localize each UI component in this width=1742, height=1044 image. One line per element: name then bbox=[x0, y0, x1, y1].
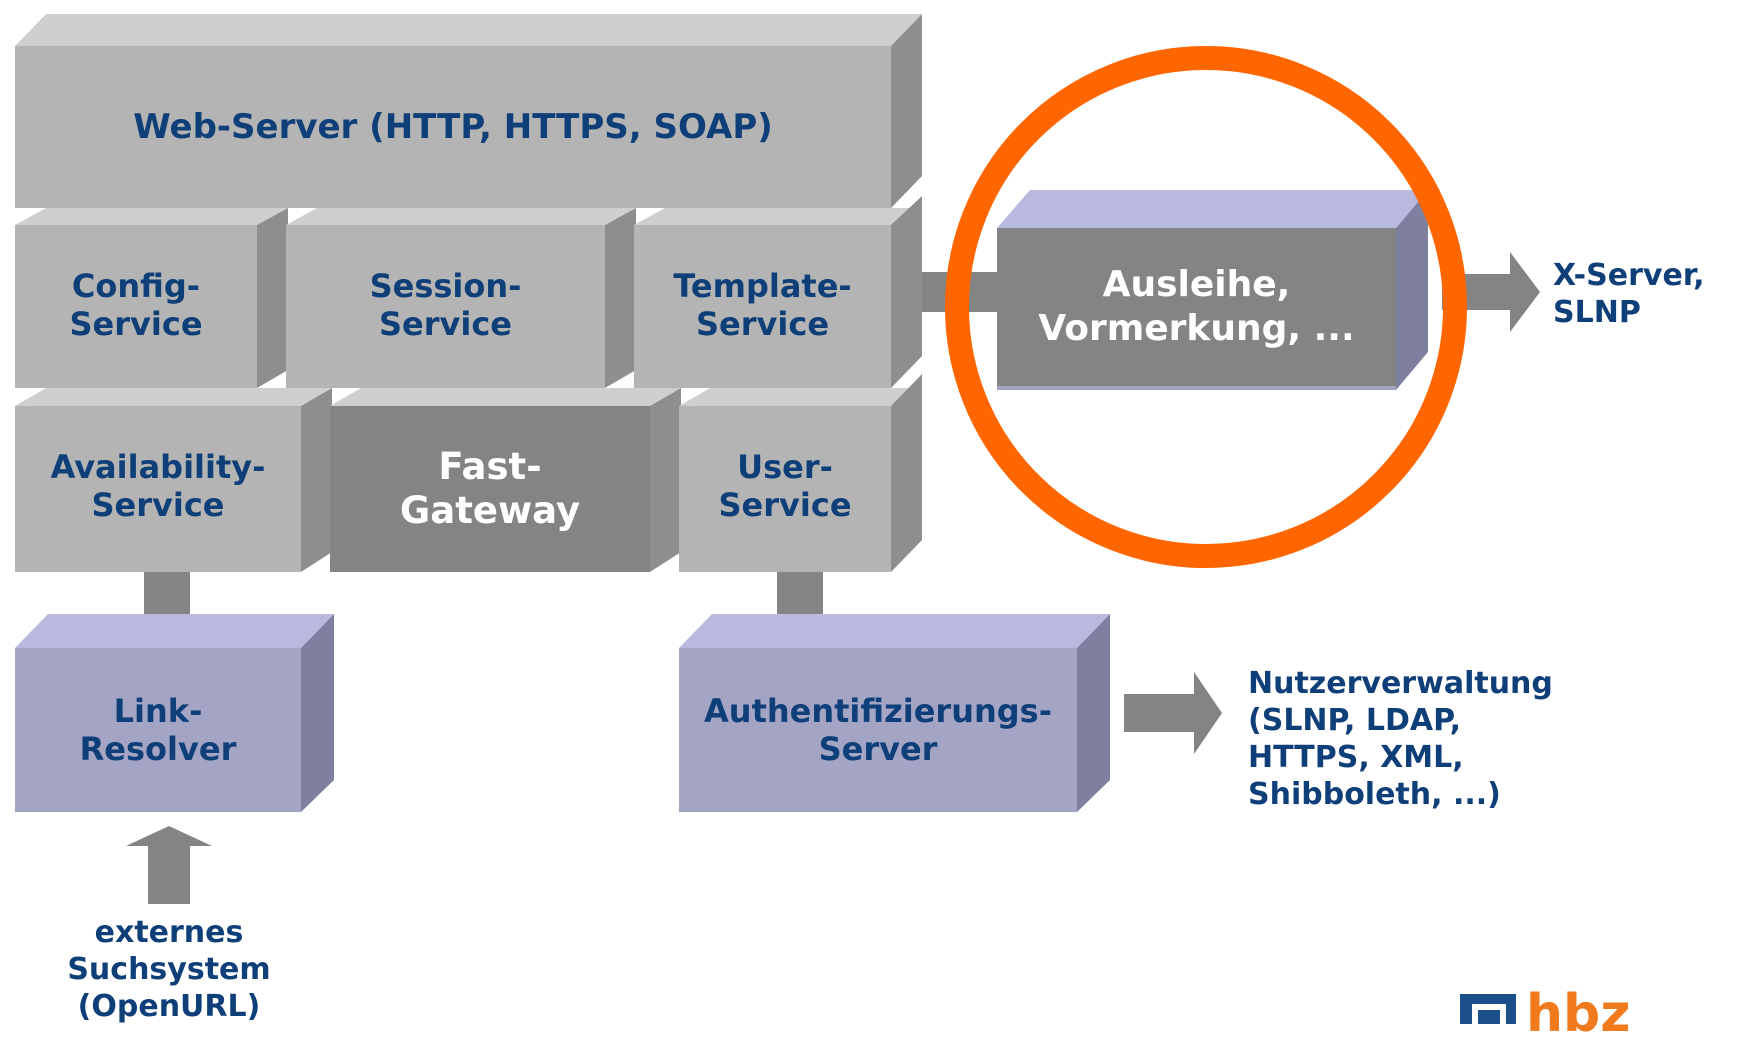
externes-suchsystem-note: externes Suchsystem (OpenURL) bbox=[67, 915, 271, 1024]
ausleihe-label: Ausleihe, Vormerkung, ... bbox=[1038, 264, 1355, 349]
hbz-logo-text: hbz bbox=[1526, 984, 1631, 1044]
availability-service-block bbox=[15, 388, 332, 572]
fast-gateway-label: Fast- Gateway bbox=[399, 445, 581, 532]
user-service-block bbox=[679, 374, 922, 572]
session-service-label: Session- Service bbox=[369, 267, 522, 343]
availability-service-label: Availability- Service bbox=[50, 448, 266, 524]
x-server-note: X-Server, SLNP bbox=[1553, 258, 1705, 330]
highlight-ring bbox=[945, 46, 1467, 568]
fast-gateway-block bbox=[330, 388, 681, 572]
link-resolver-label: Link- Resolver bbox=[79, 692, 237, 768]
auth-server-label: Authentifizierungs- Server bbox=[704, 692, 1052, 768]
web-server-label: Web-Server (HTTP, HTTPS, SOAP) bbox=[133, 107, 773, 147]
template-service-label: Template- Service bbox=[673, 267, 852, 343]
config-service-block bbox=[15, 208, 288, 388]
ausleihe-block bbox=[997, 190, 1428, 390]
session-service-block bbox=[286, 208, 636, 388]
arrow-up-to-link-resolver-icon bbox=[126, 826, 212, 904]
arrow-to-nutzerverwaltung-icon bbox=[1124, 672, 1222, 754]
config-service-label: Config- Service bbox=[69, 267, 203, 343]
link-resolver-block bbox=[15, 614, 334, 812]
template-service-block bbox=[634, 196, 922, 388]
hbz-logo-icon bbox=[1460, 994, 1516, 1024]
arrow-to-x-server-icon bbox=[1442, 252, 1540, 332]
nutzerverwaltung-note: Nutzerverwaltung (SLNP, LDAP, HTTPS, XML… bbox=[1248, 666, 1553, 812]
auth-server-block bbox=[679, 614, 1110, 812]
web-server-block bbox=[15, 14, 922, 208]
user-service-label: User- Service bbox=[718, 448, 852, 524]
